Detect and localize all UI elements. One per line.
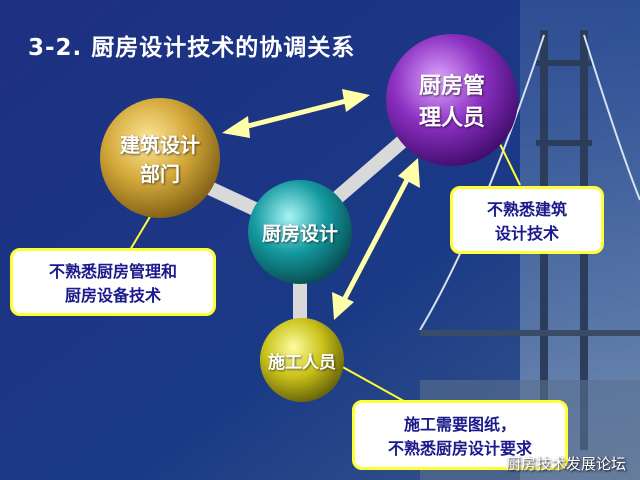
pointer-mgmt	[497, 139, 521, 186]
node-architecture: 建筑设计 部门	[100, 98, 220, 218]
node-construction-label: 施工人员	[268, 352, 336, 373]
node-architecture-line1: 建筑设计	[120, 133, 200, 157]
sphere-mgmt	[386, 34, 518, 166]
sphere-architecture	[100, 98, 220, 218]
watermark: 厨房技术发展论坛	[505, 455, 626, 473]
callout-mgmt-line2: 设计技术	[494, 224, 559, 243]
callout-construction-line1: 施工需要图纸，	[403, 415, 516, 434]
callout-kitchen-mgmt: 不熟悉建筑 设计技术	[450, 186, 604, 254]
callout-architecture-line1: 不熟悉厨房管理和	[48, 262, 177, 281]
node-architecture-line2: 部门	[140, 162, 180, 186]
node-kitchen-mgmt: 厨房管 理人员	[386, 34, 518, 166]
node-construction: 施工人员	[256, 318, 348, 402]
node-mgmt-line2: 理人员	[418, 106, 485, 131]
callout-construction: 施工需要图纸， 不熟悉厨房设计要求	[352, 400, 568, 470]
sphere-construction	[260, 318, 344, 402]
arrow-arch-mgmt	[222, 89, 370, 138]
callout-architecture: 不熟悉厨房管理和 厨房设备技术	[10, 248, 216, 316]
callout-mgmt-line1: 不熟悉建筑	[486, 200, 567, 219]
page-title: 3-2. 厨房设计技术的协调关系	[28, 35, 356, 61]
node-mgmt-line1: 厨房管	[418, 74, 485, 99]
arrow-mgmt-cons	[332, 158, 420, 320]
node-design-label: 厨房设计	[261, 222, 338, 245]
sphere-design	[248, 180, 352, 284]
node-kitchen-design: 厨房设计	[248, 180, 352, 284]
callout-construction-line2: 不熟悉厨房设计要求	[387, 439, 532, 458]
callout-architecture-line2: 厨房设备技术	[64, 286, 161, 305]
